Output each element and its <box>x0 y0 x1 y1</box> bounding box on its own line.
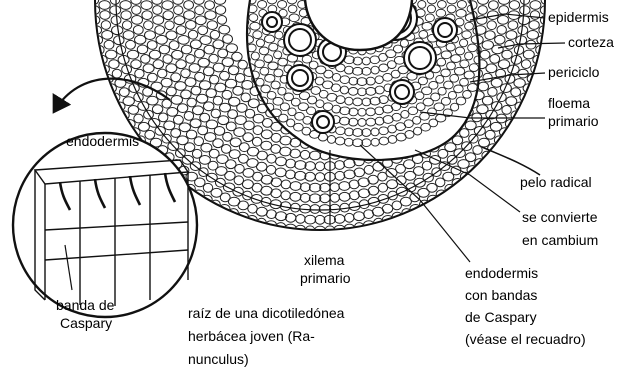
label-endodermis-bandas-4: (véase el recuadro) <box>465 331 586 347</box>
caption-line-1: raíz de una dicotiledónea <box>188 305 345 321</box>
label-endodermis-inset: endodermis <box>66 133 139 149</box>
label-banda-1: banda de <box>56 297 115 313</box>
label-floema-1: floema <box>548 95 590 111</box>
label-xilema-2: primario <box>300 270 351 286</box>
caption-line-2: herbácea joven (Ra- <box>188 328 315 344</box>
label-endodermis-bandas-3: de Caspary <box>465 309 537 325</box>
label-epidermis: epidermis <box>548 9 609 25</box>
vascular-cylinder <box>217 0 507 160</box>
label-endodermis-bandas-1: endodermis <box>465 265 538 281</box>
label-periciclo: periciclo <box>548 64 600 80</box>
root-hair <box>482 147 540 175</box>
label-corteza: corteza <box>568 34 614 50</box>
label-convierte-2: en cambium <box>522 232 598 248</box>
endodermis-inset <box>13 133 197 317</box>
label-pelo-radical: pelo radical <box>520 174 592 190</box>
label-xilema-1: xilema <box>304 252 345 268</box>
label-floema-2: primario <box>548 113 599 129</box>
caption-line-3: nunculus) <box>188 351 249 367</box>
label-endodermis-bandas-2: con bandas <box>465 287 537 303</box>
label-convierte-1: se convierte <box>522 209 598 225</box>
label-banda-2: Caspary <box>60 315 112 331</box>
